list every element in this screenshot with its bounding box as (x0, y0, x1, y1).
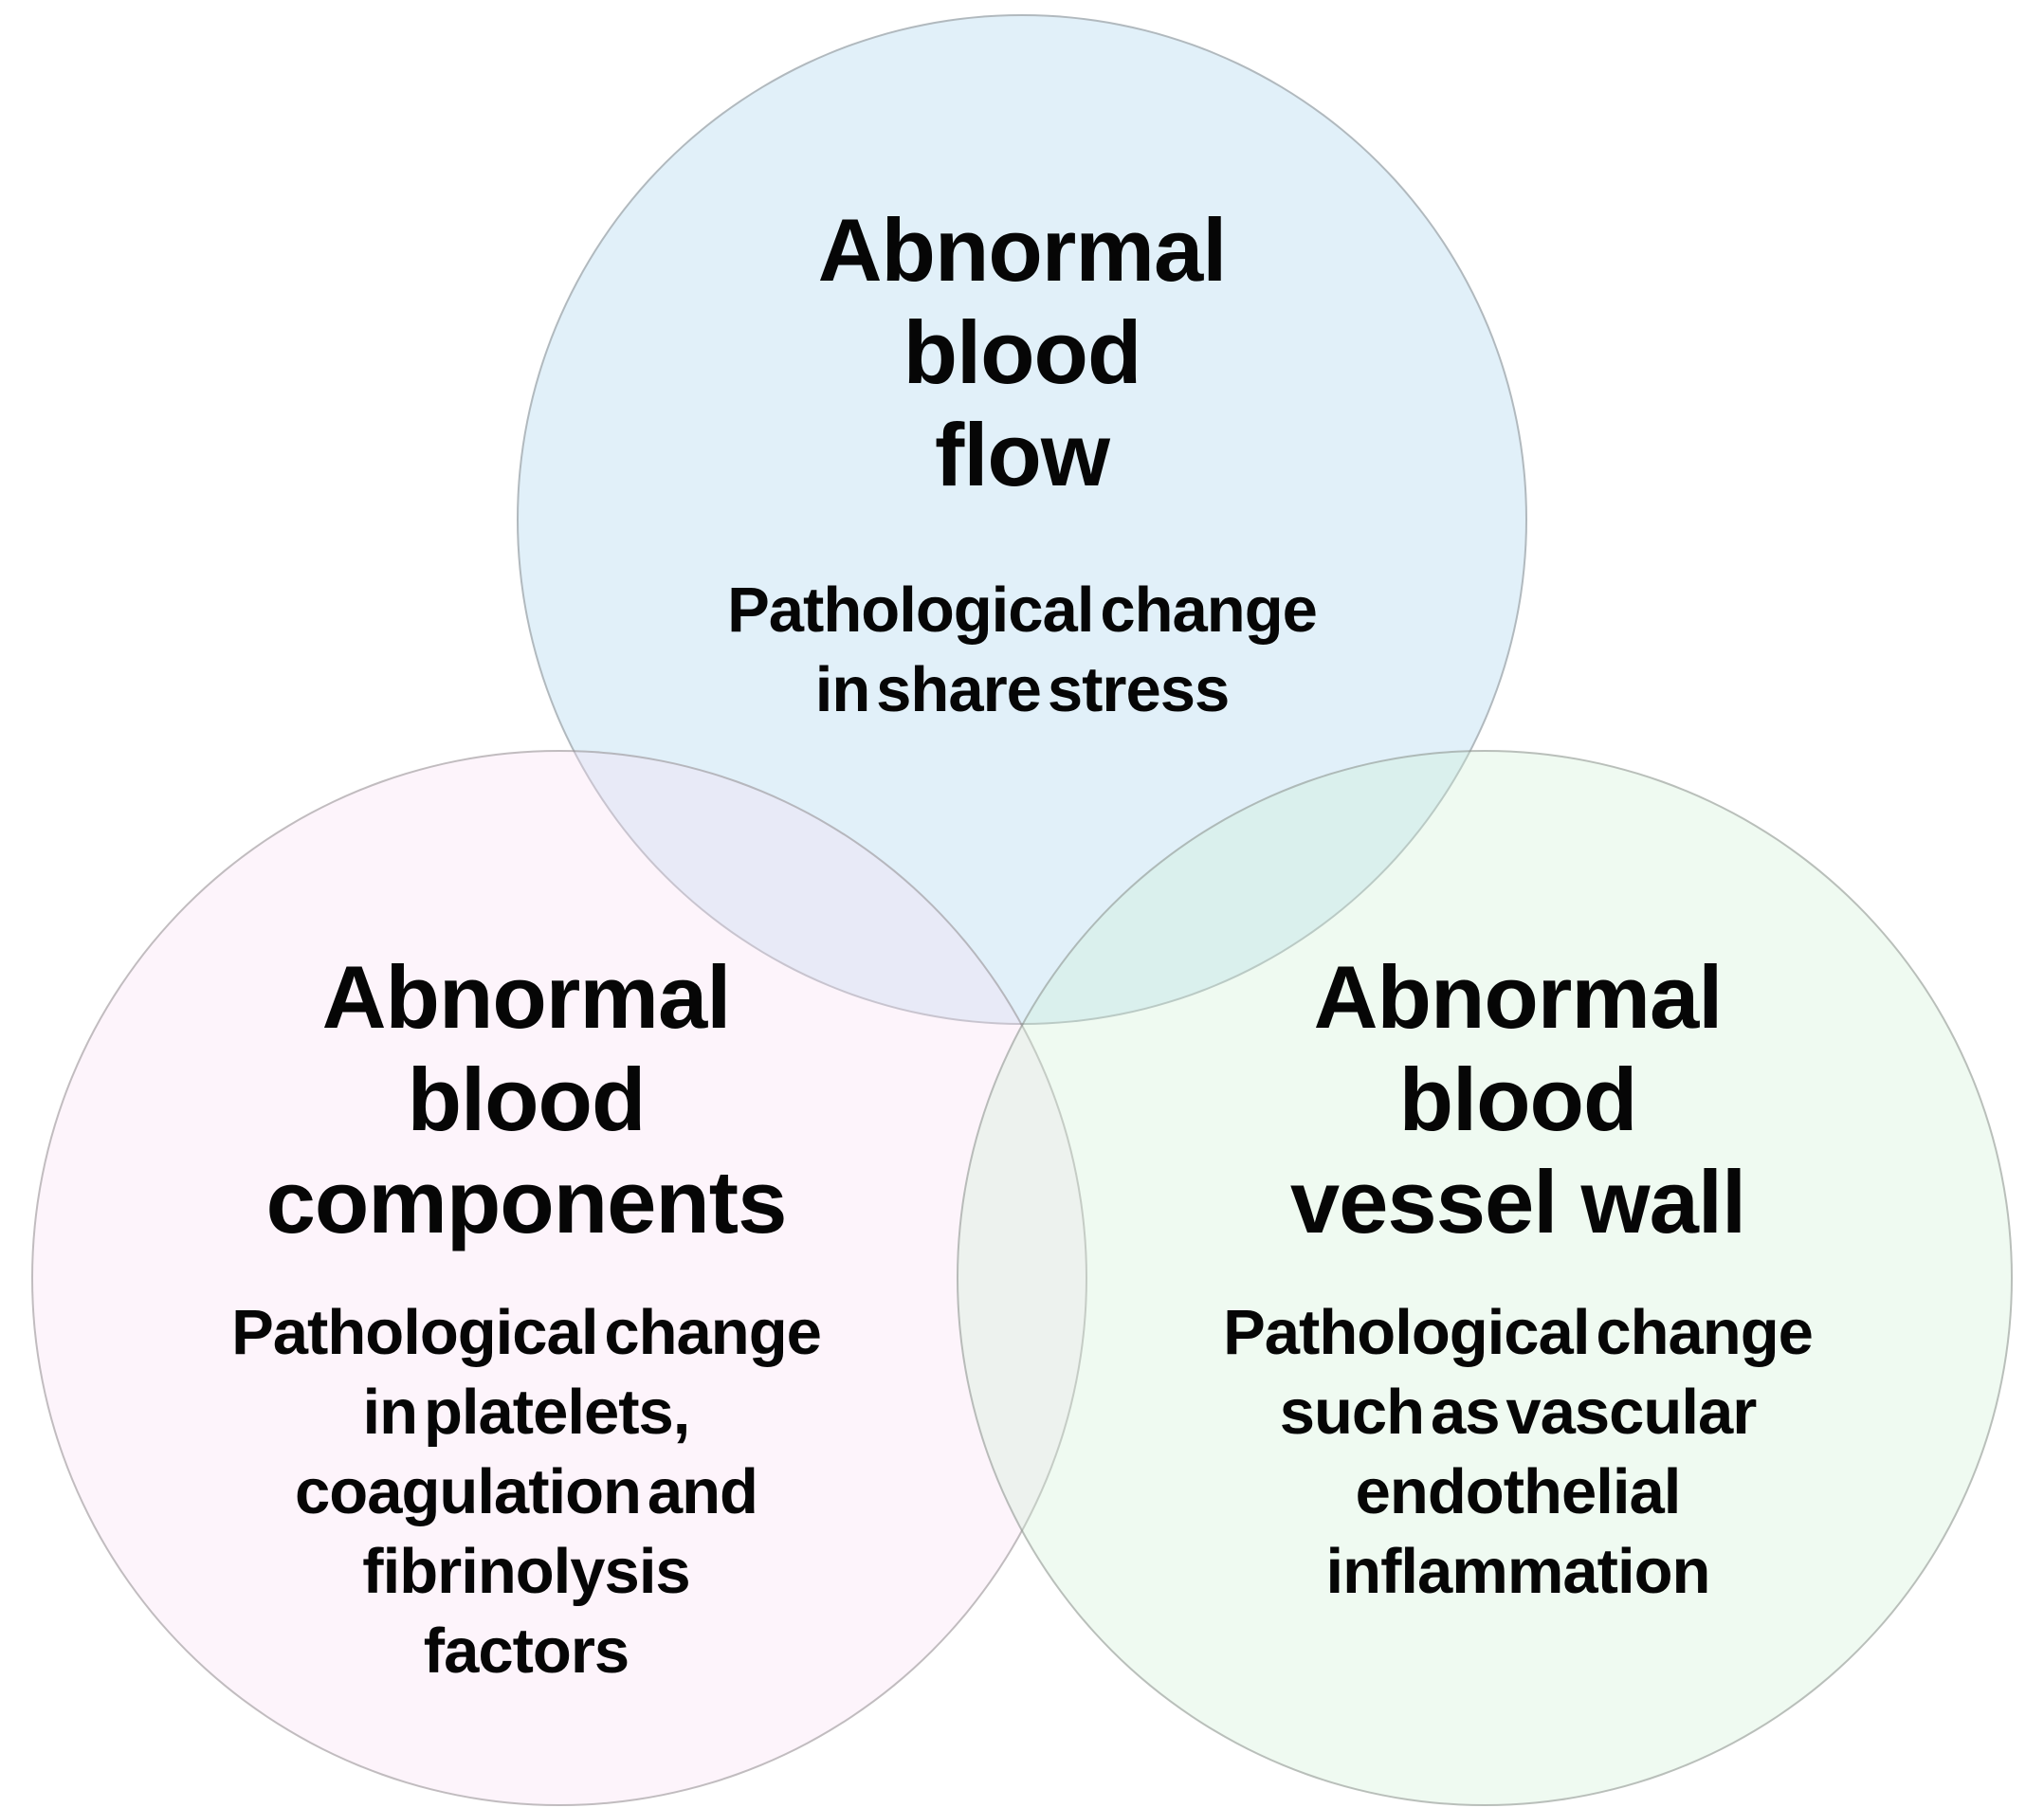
heading-line: blood (1398, 1050, 1638, 1149)
description-line: inflammation (1325, 1536, 1711, 1607)
label-abnormal-blood-components: Abnormal blood components Pathological c… (100, 946, 953, 1691)
heading-line: blood (407, 1050, 647, 1149)
circle-description-blood-flow: Pathological change in share stress (595, 571, 1449, 730)
heading-line: components (265, 1152, 788, 1251)
description-line: in share stress (814, 654, 1231, 725)
description-line: in platelets, (362, 1377, 691, 1448)
heading-line: Abnormal (321, 947, 732, 1047)
description-line: such as vascular (1279, 1377, 1758, 1448)
heading-line: blood (903, 302, 1142, 402)
circle-abnormal-blood-components (31, 750, 1087, 1806)
circle-abnormal-blood-vessel-wall (957, 750, 2013, 1806)
description-line: Pathological change (231, 1297, 822, 1368)
circle-description-blood-vessel-wall: Pathological change such as vascular end… (1091, 1293, 1944, 1612)
heading-line: flow (935, 405, 1110, 504)
circle-heading-blood-components: Abnormal blood components (100, 946, 953, 1253)
circle-heading-blood-flow: Abnormal blood flow (595, 199, 1449, 506)
description-line: fibrinolysis (362, 1536, 690, 1607)
circle-description-blood-components: Pathological change in platelets, coagul… (100, 1293, 953, 1691)
label-abnormal-blood-vessel-wall: Abnormal blood vessel wall Pathological … (1091, 946, 1944, 1612)
heading-line: Abnormal (1313, 947, 1724, 1047)
label-abnormal-blood-flow: Abnormal blood flow Pathological change … (595, 199, 1449, 730)
heading-line: vessel wall (1289, 1152, 1746, 1251)
description-line: endothelial (1355, 1456, 1682, 1527)
heading-line: Abnormal (817, 200, 1228, 300)
circle-heading-blood-vessel-wall: Abnormal blood vessel wall (1091, 946, 1944, 1253)
description-line: Pathological change (1223, 1297, 1814, 1368)
description-line: Pathological change (727, 575, 1318, 646)
description-line: coagulation and (295, 1456, 758, 1527)
description-line: factors (423, 1616, 630, 1687)
